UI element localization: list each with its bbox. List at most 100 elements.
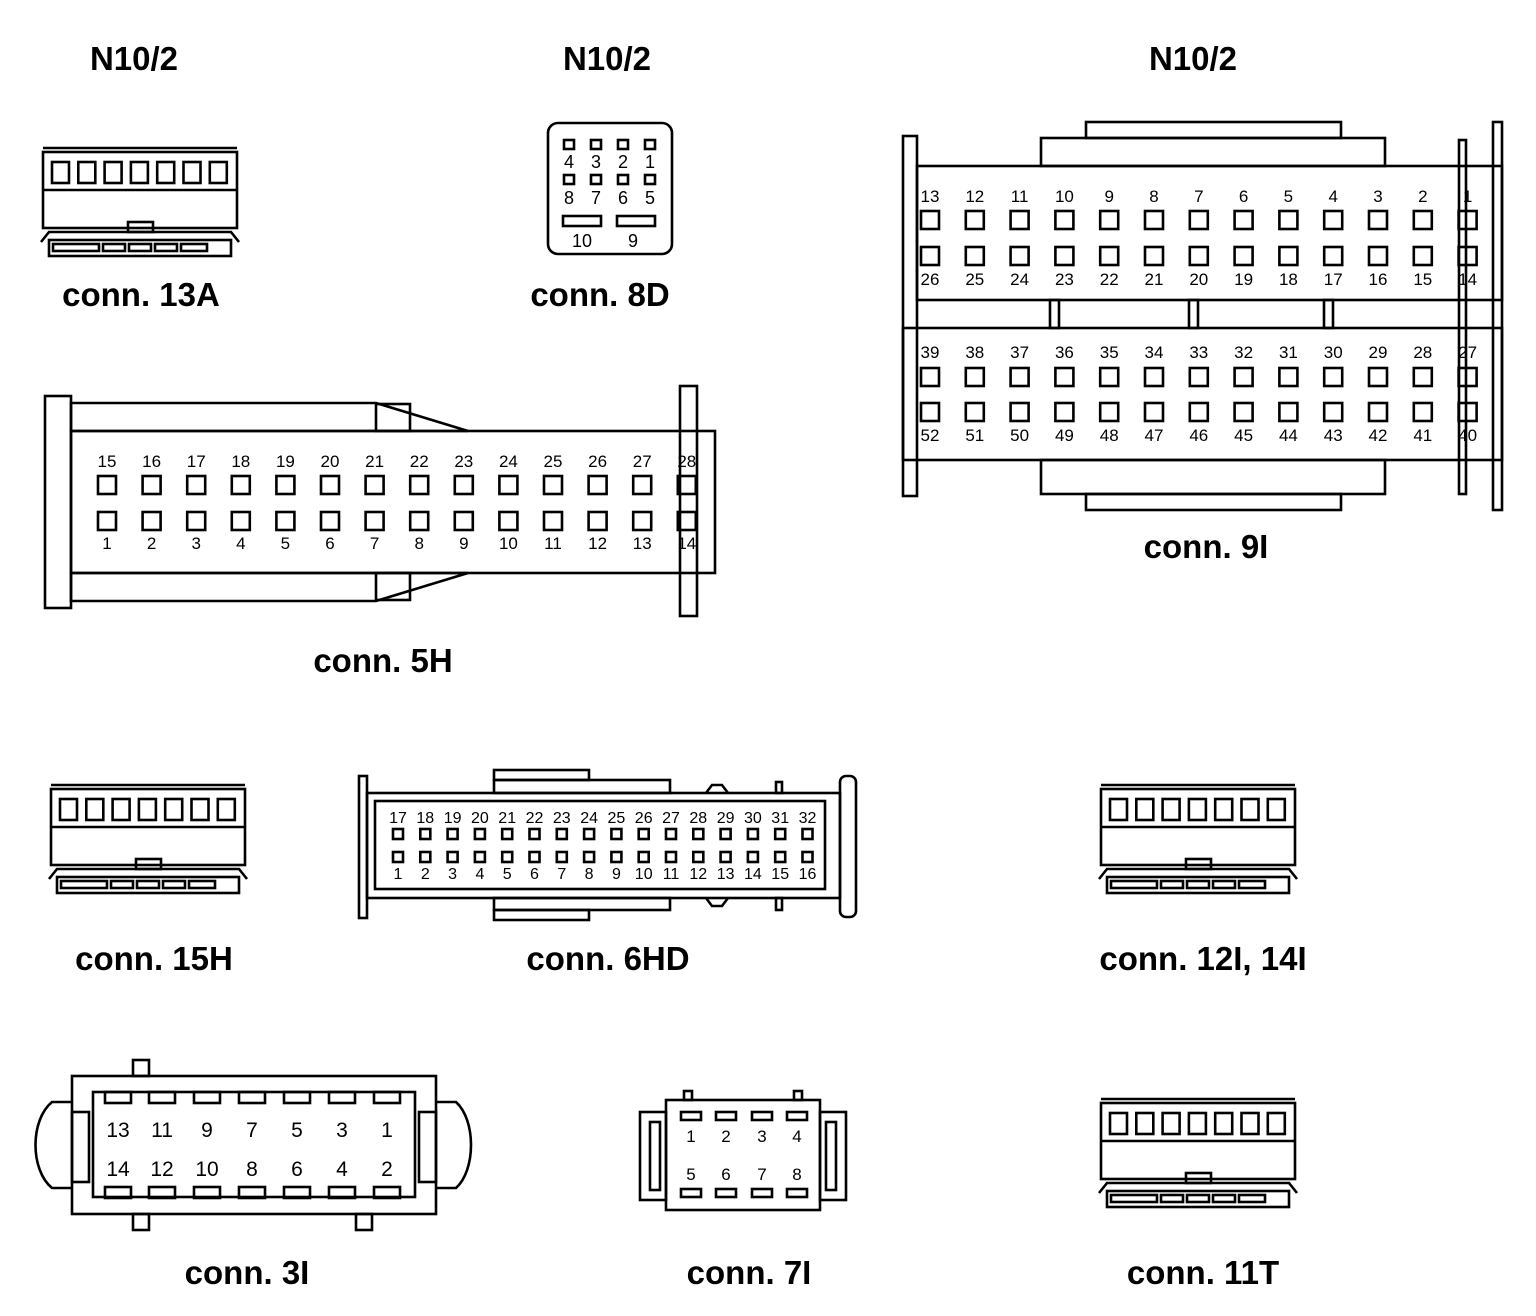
pin-cavity bbox=[1278, 245, 1299, 267]
pin-cavity bbox=[773, 827, 787, 841]
pin-label: 7 bbox=[757, 1165, 766, 1184]
pin-cavity bbox=[372, 1090, 402, 1105]
pin-cavity bbox=[637, 850, 651, 864]
pin-cavity bbox=[319, 510, 341, 532]
pin-label: 8 bbox=[585, 866, 594, 883]
cavity bbox=[1135, 797, 1155, 822]
title-n10-2: N10/2 bbox=[90, 40, 178, 77]
pin-cavity bbox=[1188, 245, 1210, 267]
cavity bbox=[216, 797, 237, 822]
terminal bbox=[51, 242, 101, 253]
pin-label: 29 bbox=[1369, 343, 1388, 362]
pin-label: 23 bbox=[553, 810, 571, 827]
pin-label: 7 bbox=[370, 534, 379, 553]
pin-cavity bbox=[746, 850, 760, 864]
pin-cavity bbox=[1054, 245, 1075, 267]
pin-label: 7 bbox=[246, 1119, 258, 1142]
pin-label: 26 bbox=[635, 810, 653, 827]
terminal bbox=[1211, 1193, 1237, 1204]
terminal-strip bbox=[1105, 875, 1291, 895]
pin-label: 40 bbox=[1458, 426, 1477, 445]
pin-cavity bbox=[785, 1187, 809, 1199]
pin-cavity bbox=[408, 474, 430, 496]
pin-cavity bbox=[1457, 401, 1478, 423]
pin-label: 1 bbox=[1463, 187, 1472, 206]
pin-cavity bbox=[141, 474, 162, 496]
terminal bbox=[127, 242, 153, 253]
cavity bbox=[190, 797, 210, 822]
pin-label: 32 bbox=[1234, 343, 1253, 362]
pin-cavity bbox=[1412, 245, 1434, 267]
pin-label: 3 bbox=[1373, 187, 1382, 206]
pin-cavity bbox=[919, 245, 941, 267]
pin-label: 22 bbox=[1100, 270, 1119, 289]
flange bbox=[1097, 867, 1299, 880]
pin-cavity bbox=[1278, 401, 1299, 423]
pin-cavity bbox=[664, 827, 678, 841]
pin-cavity bbox=[919, 366, 941, 388]
pin-cavity bbox=[1233, 401, 1254, 423]
cavity bbox=[129, 160, 150, 185]
cavity bbox=[1240, 1111, 1260, 1136]
pin-cavity bbox=[542, 474, 564, 496]
pin-cavity bbox=[587, 474, 608, 496]
terminal bbox=[187, 879, 217, 890]
pin-cavity bbox=[372, 1185, 402, 1200]
pin-cavity bbox=[103, 1090, 133, 1105]
pin-label: 28 bbox=[1413, 343, 1432, 362]
pin-cavity bbox=[1412, 401, 1434, 423]
pin-label: 10 bbox=[1055, 187, 1074, 206]
pin-cavity bbox=[561, 214, 603, 228]
pin-label: 6 bbox=[291, 1158, 303, 1181]
pin-label: 4 bbox=[475, 866, 484, 883]
pin-label: 14 bbox=[106, 1158, 130, 1181]
pin-cavity bbox=[1188, 401, 1210, 423]
flange bbox=[1097, 1181, 1299, 1194]
connector-12i-14i bbox=[1097, 783, 1299, 895]
pin-label: 29 bbox=[717, 810, 735, 827]
pin-label: 9 bbox=[459, 534, 468, 553]
pin-label: 2 bbox=[1418, 187, 1427, 206]
pin-cavity bbox=[785, 1110, 809, 1122]
pin-label: 21 bbox=[498, 810, 516, 827]
pin-label: 12 bbox=[689, 866, 707, 883]
pin-cavity bbox=[96, 510, 118, 532]
pin-label: 5 bbox=[281, 534, 290, 553]
pin-label: 22 bbox=[526, 810, 544, 827]
pin-label: 41 bbox=[1413, 426, 1432, 445]
pin-cavity bbox=[1367, 245, 1389, 267]
pin-cavity bbox=[714, 1187, 738, 1199]
pin-label: 1 bbox=[686, 1127, 695, 1146]
pin-label: 19 bbox=[1234, 270, 1253, 289]
caption-conn-12i-14i: conn. 12I, 14I bbox=[1099, 940, 1306, 977]
pin-cavity bbox=[282, 1090, 312, 1105]
pin-cavity bbox=[679, 1187, 703, 1199]
pin-cavity bbox=[637, 827, 651, 841]
pin-label: 2 bbox=[421, 866, 430, 883]
pin-label: 33 bbox=[1189, 343, 1208, 362]
cavity bbox=[103, 160, 123, 185]
flange bbox=[39, 230, 241, 243]
terminal-strip bbox=[55, 875, 241, 895]
pin-cavity bbox=[582, 827, 596, 841]
cavity bbox=[85, 797, 105, 822]
pin-label: 31 bbox=[1279, 343, 1298, 362]
pin-cavity bbox=[1322, 209, 1344, 231]
pin-label: 20 bbox=[1189, 270, 1208, 289]
pin-label: 16 bbox=[142, 452, 161, 471]
pin-label: 42 bbox=[1369, 426, 1388, 445]
pin-label: 15 bbox=[98, 452, 117, 471]
terminal bbox=[1109, 879, 1159, 890]
pin-cavity bbox=[919, 401, 941, 423]
pin-cavity bbox=[1009, 209, 1030, 231]
pin-cavity bbox=[418, 827, 432, 841]
cavity bbox=[1108, 1111, 1129, 1136]
pin-label: 21 bbox=[365, 452, 384, 471]
pin-cavity bbox=[237, 1185, 267, 1200]
pin-label: 2 bbox=[147, 534, 156, 553]
pin-label: 16 bbox=[1369, 270, 1388, 289]
pin-label: 32 bbox=[799, 810, 817, 827]
pin-label: 9 bbox=[1104, 187, 1113, 206]
pin-label: 17 bbox=[187, 452, 206, 471]
